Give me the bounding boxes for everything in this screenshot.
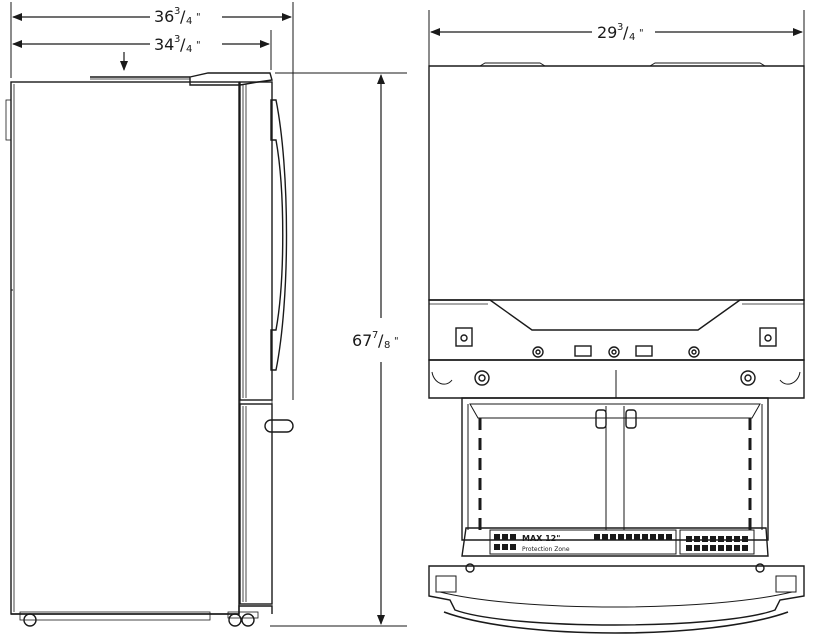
width-label: 29 3 / 4 " (597, 22, 644, 43)
drawer-tray (461, 397, 769, 541)
cabinet-body (10, 81, 240, 615)
cabinet-base (11, 605, 273, 615)
lower-drawer-handle (264, 419, 294, 433)
drawer-front (428, 565, 805, 626)
svg-text:": " (394, 336, 399, 347)
cabinet-depth-label: 34 3 / 4 " (154, 34, 201, 55)
svg-text:8: 8 (384, 340, 390, 351)
svg-text:/: / (180, 7, 186, 26)
upper-door-handle (270, 99, 288, 371)
svg-text:3: 3 (174, 34, 180, 45)
svg-text:/: / (623, 23, 629, 42)
svg-text:4: 4 (186, 44, 192, 55)
svg-text:29: 29 (597, 23, 617, 42)
right-hinge (759, 327, 777, 347)
svg-text:Protection Zone: Protection Zone (522, 546, 570, 553)
side-view (5, 2, 407, 627)
svg-text:": " (196, 40, 201, 51)
drawer-handle (443, 611, 789, 634)
svg-text:": " (196, 12, 201, 23)
svg-text:36: 36 (154, 7, 174, 26)
svg-text:3: 3 (617, 22, 623, 33)
left-door-hinge (431, 371, 453, 385)
right-door-hinge (779, 371, 801, 385)
front-leveler (228, 613, 242, 627)
top-hinge (189, 72, 273, 86)
overall-depth-label: 36 3 / 4 " (154, 6, 201, 27)
height-label: 67 7 / 8 " (352, 330, 399, 351)
svg-text:MAX 12": MAX 12" (522, 534, 560, 543)
svg-text:4: 4 (629, 32, 635, 43)
svg-text:4: 4 (186, 16, 192, 27)
svg-text:3: 3 (174, 6, 180, 17)
lower-drawer (239, 403, 273, 605)
svg-text:/: / (180, 35, 186, 54)
cabinet-top (428, 65, 805, 301)
basket-vent-grid (494, 534, 748, 551)
svg-text:7: 7 (372, 330, 378, 341)
svg-text:/: / (378, 331, 384, 350)
left-hinge (455, 327, 473, 347)
svg-text:67: 67 (352, 331, 372, 350)
rear-roller (23, 613, 37, 627)
top-view (428, 10, 805, 634)
svg-text:": " (639, 28, 644, 39)
drawer-basket (461, 527, 769, 557)
svg-text:34: 34 (154, 35, 174, 54)
upper-door (239, 81, 273, 401)
drawer-label: MAX 12" Protection Zone (522, 534, 570, 553)
door-band (428, 359, 805, 399)
